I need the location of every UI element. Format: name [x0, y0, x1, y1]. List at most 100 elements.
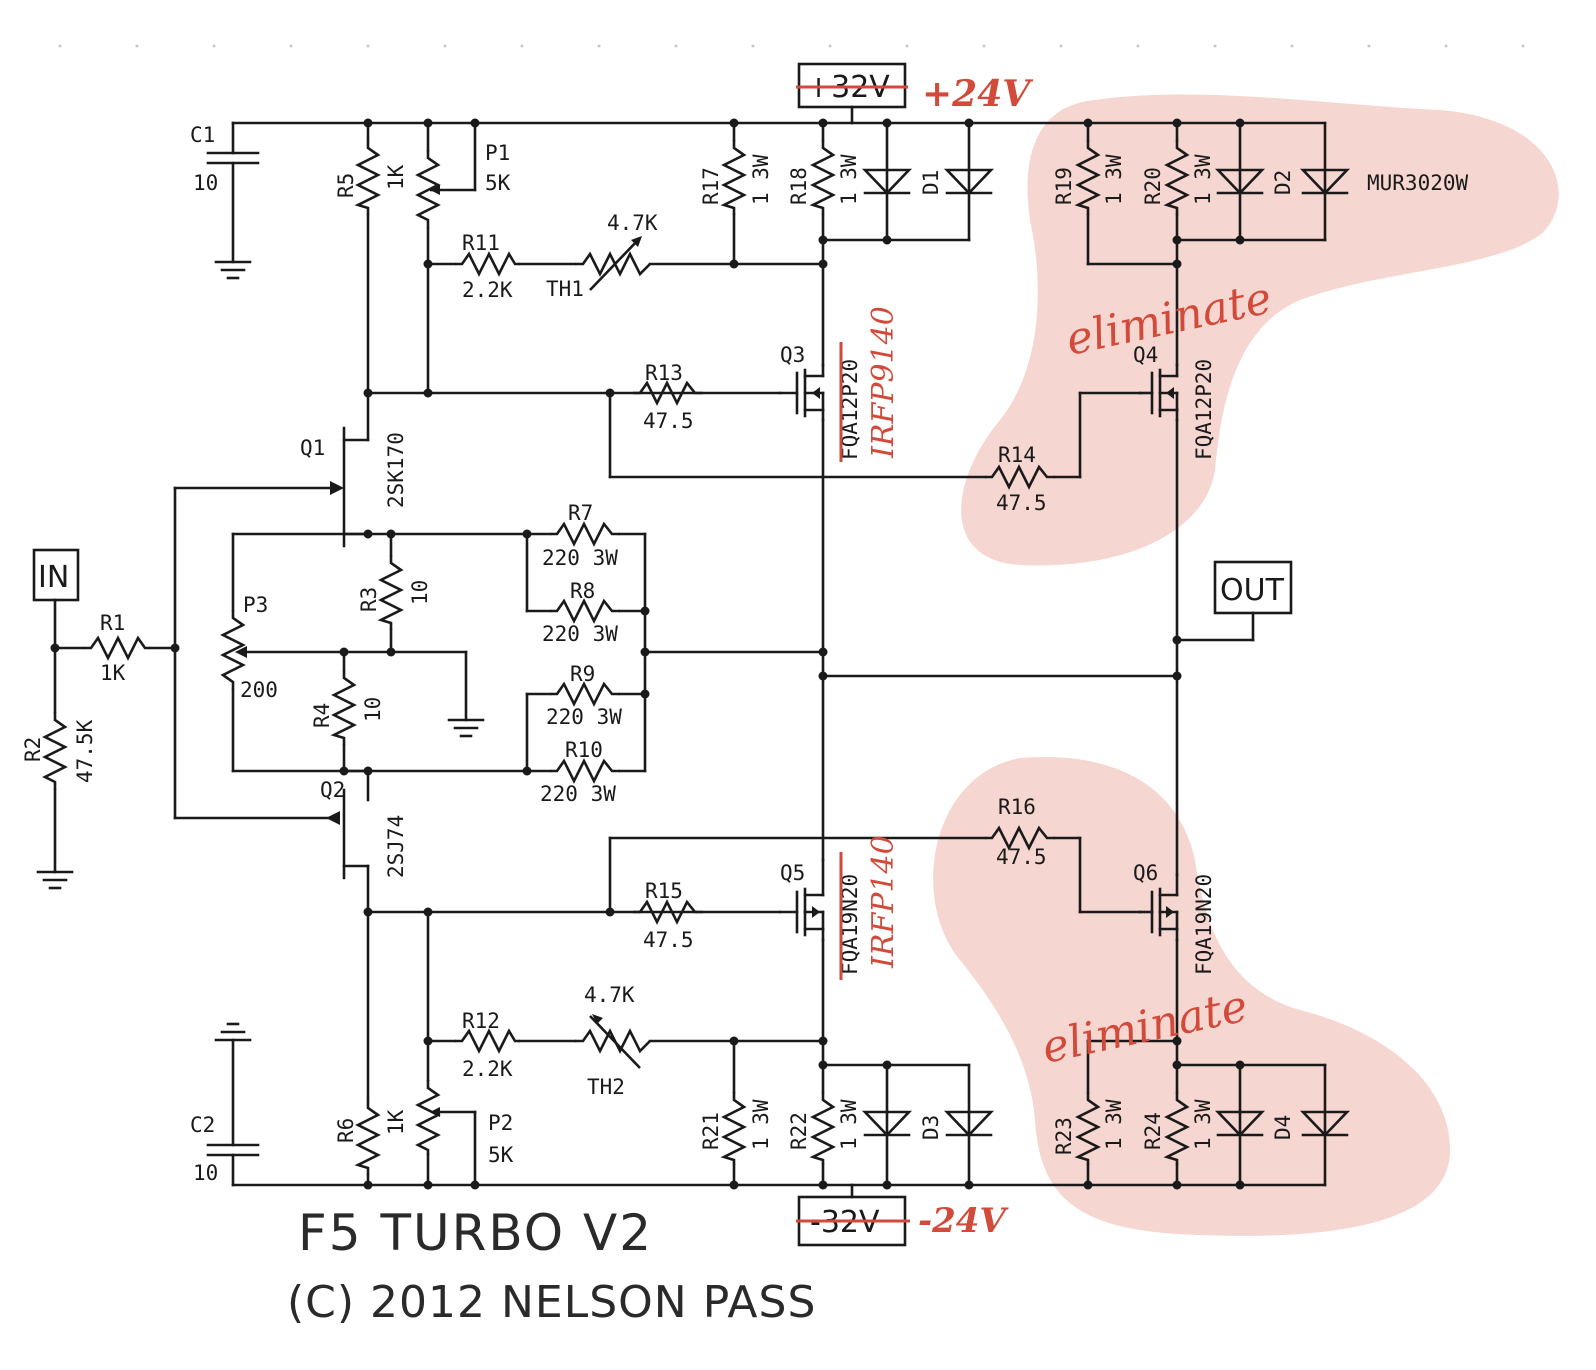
label-r9: R9 — [570, 662, 595, 686]
label-r4: R4 — [310, 703, 334, 728]
output-port-label: OUT — [1220, 573, 1285, 608]
label-r6: R6 — [334, 1118, 358, 1143]
label-r15-val: 47.5 — [643, 928, 694, 952]
potentiometer-p2 — [415, 1080, 441, 1155]
label-r20-val: 1 3W — [1191, 154, 1215, 205]
diode-d1 — [861, 168, 995, 195]
label-c1: C1 — [190, 123, 215, 147]
rail-pos-new: +24V — [922, 73, 1033, 115]
label-r7: R7 — [568, 501, 593, 525]
resistor-r21 — [720, 1092, 747, 1165]
diode-d3 — [861, 1110, 995, 1137]
label-c1-val: 10 — [193, 171, 218, 195]
label-r13: R13 — [645, 361, 683, 385]
ground-symbol-input — [36, 870, 74, 890]
resistor-r19 — [1074, 140, 1101, 215]
label-r23: R23 — [1052, 1117, 1076, 1155]
label-r18-val: 1 3W — [837, 154, 861, 205]
diode-d2 — [1214, 168, 1351, 195]
label-d1: D1 — [919, 170, 943, 195]
resistor-r23 — [1074, 1092, 1101, 1165]
label-r5-val: 1K — [384, 164, 408, 190]
diode-d4 — [1214, 1110, 1351, 1137]
resistor-r11 — [455, 251, 520, 277]
resistor-r15 — [633, 899, 703, 925]
grid-dots — [58, 44, 1525, 48]
jfet-q1 — [330, 426, 346, 548]
resistor-r4 — [330, 670, 357, 745]
junction-dots — [50, 118, 1245, 1190]
resistor-r1 — [83, 635, 150, 661]
label-q1-val: 2SK170 — [384, 432, 408, 508]
label-q5-replacement: IRFP140 — [866, 835, 901, 969]
resistor-r6 — [354, 1100, 381, 1175]
resistor-r14 — [985, 464, 1055, 490]
label-r8: R8 — [570, 579, 595, 603]
input-port-label: IN — [38, 560, 69, 595]
label-r19-val: 1 3W — [1102, 154, 1126, 205]
label-q1: Q1 — [300, 436, 325, 460]
label-r17: R17 — [699, 167, 723, 205]
capacitor-c2 — [206, 1143, 260, 1157]
label-r20: R20 — [1141, 167, 1165, 205]
label-d4: D4 — [1271, 1115, 1295, 1140]
eliminate-highlight-top — [961, 94, 1559, 566]
label-q4: Q4 — [1133, 343, 1158, 367]
mosfet-q4 — [1138, 363, 1179, 422]
thermistor-th1 — [575, 236, 651, 291]
label-q6-val: FQA19N20 — [1192, 874, 1216, 975]
rail-neg-new: -24V — [918, 1201, 1009, 1241]
label-r2-val: 47.5K — [73, 719, 97, 783]
mosfet-q5 — [778, 858, 825, 942]
label-th2: TH2 — [587, 1075, 625, 1099]
label-th2-val: 4.7K — [584, 983, 635, 1007]
label-th1: TH1 — [546, 277, 584, 301]
label-r8-val: 220 3W — [542, 622, 618, 646]
label-r17-val: 1 3W — [749, 154, 773, 205]
jfet-q2 — [326, 788, 346, 880]
label-r2: R2 — [21, 737, 45, 762]
resistor-r18 — [809, 140, 836, 215]
potentiometer-p1 — [415, 150, 441, 228]
resistor-r9 — [550, 681, 620, 707]
label-r4-val: 10 — [361, 697, 385, 722]
label-c2-val: 10 — [193, 1161, 218, 1185]
resistor-r22 — [809, 1092, 836, 1165]
mosfet-q6 — [1138, 873, 1179, 942]
resistor-r17 — [720, 140, 747, 215]
label-r15: R15 — [645, 879, 683, 903]
label-r24-val: 1 3W — [1191, 1099, 1215, 1150]
label-r11: R11 — [462, 231, 500, 255]
schematic-title: F5 TURBO V2 — [298, 1204, 653, 1262]
resistor-r13 — [633, 380, 703, 406]
label-r6-val: 1K — [384, 1109, 408, 1135]
label-r21: R21 — [699, 1112, 723, 1150]
capacitor-c1 — [206, 151, 260, 165]
label-p3-val: 200 — [240, 678, 278, 702]
label-p1: P1 — [485, 141, 510, 165]
label-r10-val: 220 3W — [540, 782, 616, 806]
mosfet-q3 — [778, 363, 825, 422]
resistor-r8 — [550, 598, 620, 624]
resistor-r24 — [1163, 1092, 1190, 1165]
resistor-r3 — [377, 555, 404, 630]
label-c2: C2 — [190, 1113, 215, 1137]
label-r9-val: 220 3W — [546, 705, 622, 729]
label-r16-val: 47.5 — [996, 845, 1047, 869]
label-r16: R16 — [998, 795, 1036, 819]
eliminate-highlight-bottom — [933, 756, 1450, 1236]
label-r22-val: 1 3W — [837, 1099, 861, 1150]
label-r21-val: 1 3W — [749, 1099, 773, 1150]
label-q6: Q6 — [1133, 861, 1158, 885]
label-r19: R19 — [1052, 167, 1076, 205]
potentiometer-p3 — [220, 610, 247, 690]
label-r3: R3 — [357, 587, 381, 612]
resistor-r5 — [354, 140, 381, 215]
label-r12: R12 — [462, 1009, 500, 1033]
label-p3: P3 — [243, 593, 268, 617]
copyright-line: (C) 2012 NELSON PASS — [287, 1277, 816, 1328]
resistor-r10 — [550, 758, 620, 784]
resistor-r2 — [42, 712, 68, 790]
label-r14: R14 — [998, 443, 1036, 467]
